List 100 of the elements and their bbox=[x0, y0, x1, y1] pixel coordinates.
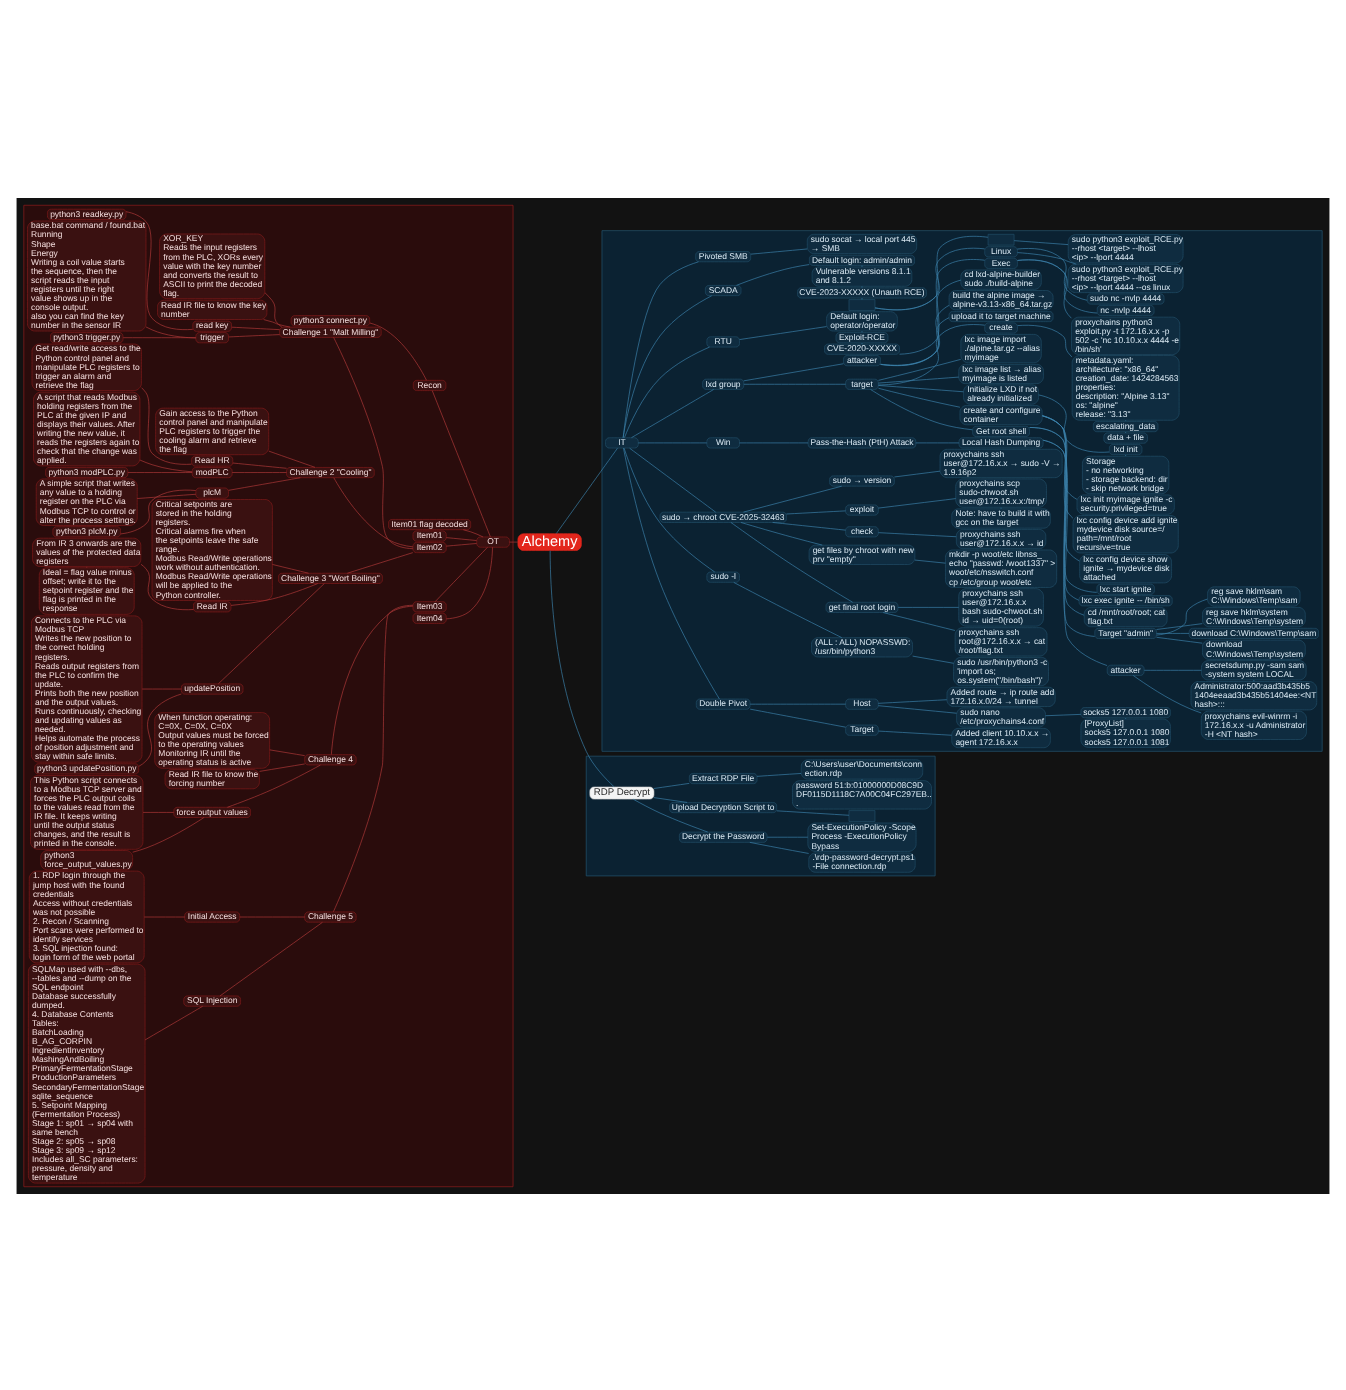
connector bbox=[878, 358, 962, 380]
connector bbox=[369, 321, 427, 380]
connector bbox=[622, 294, 713, 438]
connector bbox=[331, 604, 414, 754]
connector bbox=[786, 509, 846, 514]
connector bbox=[776, 809, 850, 815]
connector bbox=[632, 797, 709, 832]
connector bbox=[141, 687, 182, 689]
connector bbox=[122, 336, 197, 338]
connector bbox=[1143, 668, 1202, 670]
connector bbox=[894, 469, 941, 477]
connector bbox=[624, 345, 710, 437]
connector bbox=[1156, 597, 1208, 635]
connector bbox=[766, 835, 809, 837]
connector bbox=[231, 471, 287, 472]
connector bbox=[434, 546, 488, 601]
connector bbox=[120, 488, 197, 534]
connector bbox=[125, 210, 193, 329]
connector bbox=[445, 536, 477, 540]
connector bbox=[132, 816, 205, 852]
connector bbox=[141, 386, 192, 464]
connector bbox=[219, 920, 323, 996]
node-box bbox=[987, 233, 1015, 245]
connector bbox=[333, 476, 414, 547]
connector bbox=[556, 446, 618, 533]
connector bbox=[772, 521, 846, 530]
connector bbox=[142, 811, 174, 812]
connector bbox=[333, 603, 414, 911]
connector bbox=[1045, 713, 1082, 716]
connector bbox=[431, 389, 491, 537]
connector bbox=[1017, 323, 1073, 357]
connector bbox=[136, 492, 197, 498]
connector bbox=[1017, 258, 1072, 318]
connector bbox=[878, 387, 961, 407]
connector bbox=[915, 441, 960, 443]
connector bbox=[736, 263, 810, 285]
connector bbox=[230, 582, 319, 605]
connector bbox=[549, 549, 615, 787]
connector bbox=[1017, 258, 1098, 313]
connector bbox=[637, 441, 708, 443]
connector bbox=[218, 582, 325, 684]
connector bbox=[870, 388, 973, 430]
connector bbox=[878, 704, 957, 713]
connector bbox=[749, 702, 846, 704]
connector bbox=[733, 581, 843, 637]
connector bbox=[445, 542, 477, 546]
connector bbox=[263, 318, 291, 327]
connector bbox=[743, 484, 842, 512]
connector bbox=[622, 260, 699, 438]
connector bbox=[743, 382, 846, 384]
connector bbox=[912, 654, 954, 663]
connector bbox=[899, 258, 985, 354]
connector bbox=[231, 325, 280, 329]
connector bbox=[878, 497, 957, 508]
connector bbox=[878, 729, 952, 735]
connector bbox=[739, 441, 809, 443]
connector bbox=[139, 458, 193, 472]
connector bbox=[509, 540, 519, 542]
connector bbox=[269, 748, 306, 755]
connector bbox=[623, 446, 720, 699]
connector bbox=[882, 611, 956, 630]
connector bbox=[914, 558, 946, 563]
connector bbox=[897, 606, 960, 607]
connector bbox=[272, 563, 309, 573]
connector bbox=[1038, 393, 1110, 452]
connector bbox=[743, 362, 844, 381]
connector bbox=[880, 304, 950, 365]
connector bbox=[1013, 239, 1069, 244]
connector bbox=[259, 762, 306, 771]
connector bbox=[140, 562, 194, 610]
connector bbox=[874, 234, 989, 310]
connector bbox=[228, 333, 280, 337]
connector bbox=[228, 476, 301, 490]
connector bbox=[144, 915, 185, 917]
connector bbox=[874, 246, 985, 310]
connector bbox=[1029, 426, 1085, 615]
connector bbox=[653, 782, 690, 788]
connector bbox=[623, 446, 716, 572]
connector bbox=[878, 375, 960, 383]
connector bbox=[749, 707, 846, 727]
connector bbox=[127, 471, 193, 472]
connector bbox=[239, 915, 306, 917]
node-box bbox=[848, 809, 876, 821]
connector bbox=[878, 531, 957, 537]
connector bbox=[878, 698, 948, 703]
connector bbox=[1017, 247, 1088, 300]
connector bbox=[268, 449, 316, 467]
connector bbox=[750, 247, 808, 254]
connector bbox=[463, 528, 484, 537]
connector bbox=[880, 278, 962, 365]
connector bbox=[138, 692, 182, 766]
connector bbox=[739, 325, 827, 339]
connector bbox=[1041, 414, 1080, 561]
connector bbox=[880, 316, 950, 365]
node-box: Alchemy bbox=[517, 532, 582, 550]
connector bbox=[1156, 622, 1203, 629]
connector bbox=[145, 325, 197, 338]
connector bbox=[631, 388, 715, 437]
connector bbox=[1017, 251, 1077, 264]
connector bbox=[1041, 414, 1074, 518]
